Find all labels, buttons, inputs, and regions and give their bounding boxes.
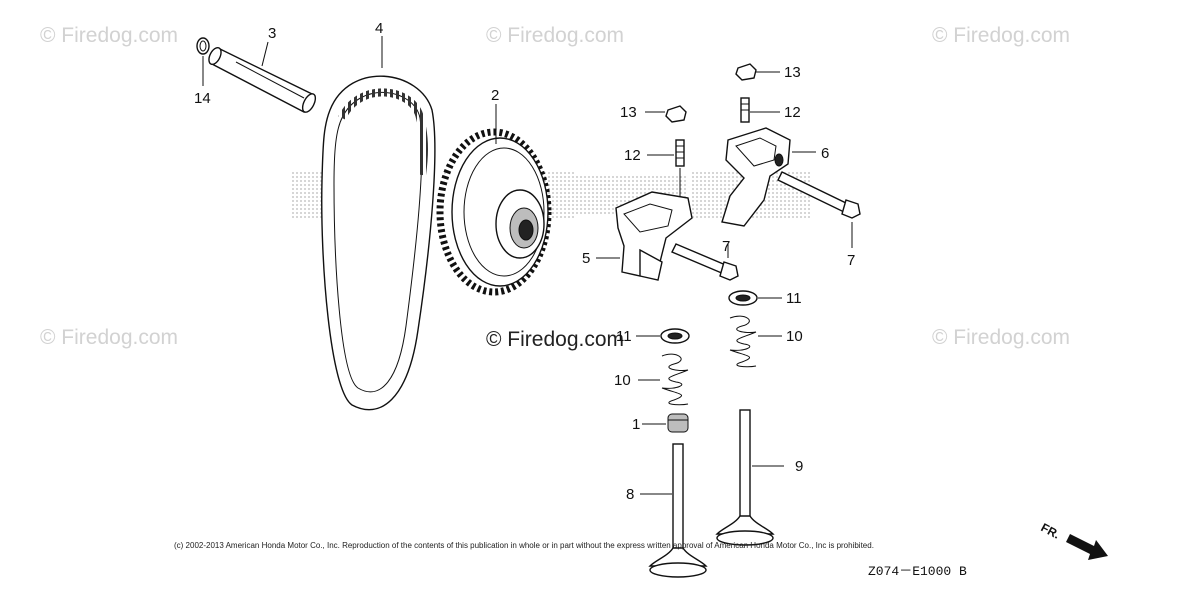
part-14-o-ring[interactable]: [196, 37, 210, 86]
part-12-adjusting-screw-right[interactable]: [740, 97, 780, 123]
part-13-nut-left[interactable]: [645, 105, 687, 123]
watermark-center: © Firedog.com: [486, 328, 624, 351]
callout-4: 4: [375, 20, 383, 37]
part-2-cam-pulley[interactable]: [436, 104, 552, 296]
callout-13-left: 13: [620, 104, 637, 121]
watermark-mid-right: © Firedog.com: [932, 326, 1070, 349]
watermark-top-left: © Firedog.com: [40, 24, 178, 47]
callout-14: 14: [194, 90, 211, 107]
part-10-valve-spring-right[interactable]: [729, 315, 782, 368]
callout-10-right: 10: [786, 328, 803, 345]
callout-7-left: 7: [722, 238, 730, 255]
callout-5: 5: [582, 250, 590, 267]
copyright-notice: (c) 2002-2013 American Honda Motor Co., …: [174, 541, 874, 550]
part-3-camshaft-pin[interactable]: [206, 41, 318, 114]
fr-arrow-icon: [1066, 534, 1108, 560]
callout-11-right: 11: [786, 290, 802, 307]
diagram-code: Z074－E1000 B: [868, 564, 967, 579]
callout-13-right: 13: [784, 64, 801, 81]
part-11-spring-retainer-right[interactable]: [728, 290, 782, 306]
callout-8: 8: [626, 486, 634, 503]
watermark-mid-left: © Firedog.com: [40, 326, 178, 349]
callout-6: 6: [821, 145, 829, 162]
watermark-top-center: © Firedog.com: [486, 24, 624, 47]
part-6-rocker-arm-exhaust[interactable]: [721, 127, 816, 227]
callout-7-right: 7: [847, 252, 855, 269]
part-5-rocker-arm-intake[interactable]: [596, 191, 693, 281]
part-12-adjusting-screw-left[interactable]: [647, 139, 685, 196]
part-10-valve-spring-left[interactable]: [638, 353, 689, 406]
part-13-nut-right[interactable]: [735, 63, 780, 81]
part-7-rocker-bolt-right[interactable]: [777, 171, 861, 248]
part-1-valve-stem-seal[interactable]: [642, 413, 689, 433]
callout-10-left: 10: [614, 372, 631, 389]
callout-9: 9: [795, 458, 803, 475]
watermarks: © Firedog.com © Firedog.com © Firedog.co…: [40, 24, 1070, 351]
watermark-top-right: © Firedog.com: [932, 24, 1070, 47]
fr-label: FR.: [1039, 520, 1063, 541]
part-7-rocker-bolt-left[interactable]: [671, 243, 739, 281]
callout-1: 1: [632, 416, 640, 433]
front-direction-indicator: FR.: [1039, 520, 1108, 560]
callout-labels: 14 3 4 2 13 12 13 12 6 5 7 7 11 10 11 10…: [194, 20, 855, 503]
callout-12-right: 12: [784, 104, 801, 121]
part-4-timing-belt[interactable]: [321, 36, 436, 411]
callout-11-left: 11: [616, 328, 632, 345]
callout-3: 3: [268, 25, 276, 42]
callout-12-left: 12: [624, 147, 641, 164]
part-8-intake-valve[interactable]: [640, 443, 708, 578]
part-11-spring-retainer-left[interactable]: [636, 328, 690, 344]
part-9-exhaust-valve[interactable]: [715, 409, 784, 546]
callout-2: 2: [491, 87, 499, 104]
